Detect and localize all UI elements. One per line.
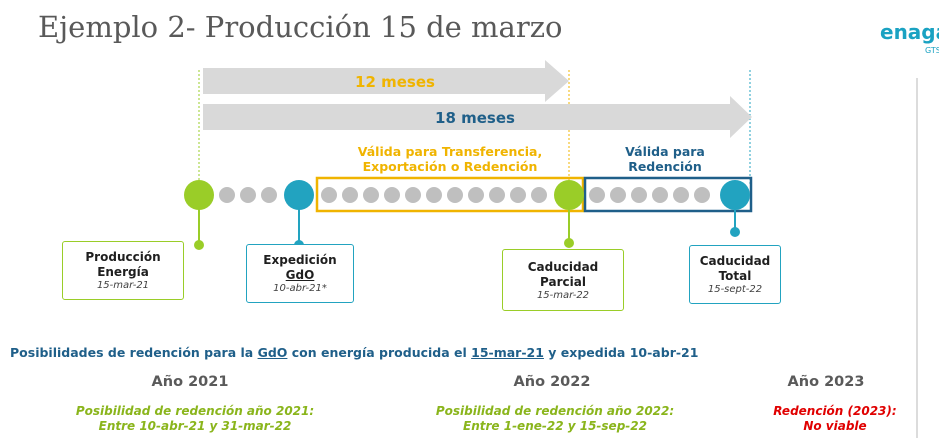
box-caducidad-parcial: Caducidad Parcial 15-mar-22 xyxy=(502,249,624,311)
caducidad-total-line2: Total xyxy=(718,269,752,283)
possibility-2022: Posibilidad de redención año 2022: Entre… xyxy=(400,404,710,434)
possibility-2021-line1: Posibilidad de redención año 2021: xyxy=(75,404,315,418)
caducidad-parcial-line2: Parcial xyxy=(540,274,586,289)
possibility-2022-line2: Entre 1-ene-22 y 15-sep-22 xyxy=(463,419,647,433)
year-label-2021: Año 2021 xyxy=(151,374,229,390)
heading-part1: Posibilidades de redención para la xyxy=(10,345,258,360)
produccion-line1: Producción xyxy=(85,250,161,264)
label-18-meses: 18 meses xyxy=(435,109,515,127)
year-label-2022: Año 2022 xyxy=(513,374,591,390)
milestone-caducidad-total xyxy=(720,180,750,210)
box-produccion: Producción Energía 15-mar-21 xyxy=(62,241,184,300)
arrow-12-meses xyxy=(203,60,569,102)
validity-transfer-line1: Válida para Transferencia, xyxy=(357,144,543,159)
possibility-2023-line1: Redención (2023): xyxy=(773,404,897,418)
validity-redemption-line1: Válida para xyxy=(625,144,705,159)
caducidad-total-line1: Caducidad xyxy=(699,254,771,268)
possibility-2021: Posibilidad de redención año 2021: Entre… xyxy=(40,404,350,434)
validity-redemption-text: Válida para Redención xyxy=(595,144,735,174)
logo-subtext: GTS xyxy=(925,46,939,55)
milestone-produccion xyxy=(184,180,214,210)
timeline-diagram xyxy=(184,60,753,250)
box-expedicion: Expedición GdO 10-abr-21* xyxy=(246,244,354,303)
redemption-heading: Posibilidades de redención para la GdO c… xyxy=(10,345,698,360)
validity-transfer-line2: Exportación o Redención xyxy=(362,159,538,174)
validity-redemption-line2: Redención xyxy=(628,159,702,174)
divider xyxy=(916,78,918,438)
heading-date: 15-mar-21 xyxy=(471,345,544,360)
label-12-meses: 12 meses xyxy=(355,73,435,91)
validity-box-redemption xyxy=(583,176,753,213)
caducidad-parcial-line1: Caducidad xyxy=(527,259,599,274)
box-caducidad-total: Caducidad Total 15-sept-22 xyxy=(689,245,781,304)
page-title: Ejemplo 2- Producción 15 de marzo xyxy=(38,10,563,44)
caducidad-total-date: 15-sept-22 xyxy=(707,284,763,295)
possibility-2023-line2: No viable xyxy=(803,419,867,433)
possibility-2021-line2: Entre 10-abr-21 y 31-mar-22 xyxy=(98,419,292,433)
timeline-dots xyxy=(219,187,710,203)
arrow-18-meses xyxy=(203,96,752,138)
possibility-2023: Redención (2023): No viable xyxy=(755,404,915,434)
caducidad-parcial-date: 15-mar-22 xyxy=(536,289,590,301)
possibility-2022-line1: Posibilidad de redención año 2022: xyxy=(435,404,675,418)
heading-part2: con energía producida el xyxy=(287,345,472,360)
produccion-date: 15-mar-21 xyxy=(96,280,150,291)
expedicion-line1: Expedición xyxy=(263,253,337,267)
milestone-expedicion xyxy=(284,180,314,210)
expedicion-line2: GdO xyxy=(285,268,315,282)
enagas-logo: enagas xyxy=(880,20,939,44)
validity-transfer-text: Válida para Transferencia, Exportación o… xyxy=(330,144,570,174)
produccion-line2: Energía xyxy=(97,265,149,279)
expedicion-date: 10-abr-21* xyxy=(273,283,327,294)
year-label-2023: Año 2023 xyxy=(787,374,865,390)
milestone-caducidad-parcial xyxy=(554,180,584,210)
heading-gdo: GdO xyxy=(257,345,288,360)
heading-part3: y expedida 10-abr-21 xyxy=(543,345,699,360)
